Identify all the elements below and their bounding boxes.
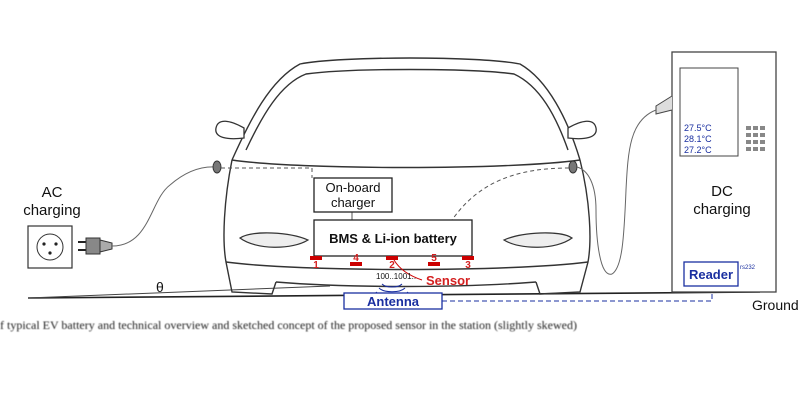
dc-port-icon [568, 160, 578, 174]
reader-box [683, 261, 739, 287]
dc-charging-label-line2: charging [693, 201, 751, 218]
antenna-reader-link [442, 288, 713, 302]
ac-charging-label-line1: AC [42, 184, 63, 201]
antenna-label: Antenna [367, 294, 420, 309]
dc-charging-label-line1: DC [711, 183, 733, 200]
dc-cable [576, 109, 657, 275]
ac-port-icon [212, 160, 222, 174]
dc-station-display [679, 67, 739, 157]
sensor-number-3: 3 [465, 260, 471, 271]
dc-temp-3: 27.2°C [684, 145, 712, 155]
ac-charging-label-line2: charging [23, 202, 81, 219]
ground-label: Ground [752, 297, 799, 313]
sensor-number-5: 5 [431, 253, 437, 264]
figure-caption: f typical EV battery and technical overv… [0, 318, 577, 332]
ac-cable [111, 166, 217, 247]
left-mirror-icon [215, 120, 245, 140]
onboard-charger-label-line2: charger [331, 195, 376, 210]
sensor-markers [310, 256, 474, 266]
right-mirror-icon [567, 120, 597, 140]
sensor-pointer-line [393, 259, 423, 281]
dc-keypad-icon [746, 126, 765, 151]
sensor-number-1: 1 [313, 260, 319, 271]
sensor-number-2: 2 [389, 260, 395, 271]
right-headlight [502, 232, 574, 248]
signal-bits-label: 100..1001.. [376, 272, 416, 281]
sensor-number-4: 4 [353, 253, 359, 264]
dc-internal-wire [451, 167, 570, 221]
car-outline [223, 57, 591, 295]
left-headlight [238, 232, 310, 248]
onboard-charger-label-line1: On-board [326, 180, 381, 195]
ground-incline-line [27, 285, 331, 299]
rs232-label: rs232 [740, 265, 756, 271]
reader-label: Reader [689, 267, 733, 282]
dc-temp-1: 27.5°C [684, 123, 712, 133]
onboard-charger-box [313, 177, 393, 213]
ac-internal-wire [221, 167, 313, 178]
battery-box [313, 219, 473, 257]
sensor-label: Sensor [426, 273, 470, 288]
ac-plug-icon [78, 237, 113, 255]
theta-label: θ [156, 279, 164, 295]
dc-temp-2: 28.1°C [684, 134, 712, 144]
ac-socket-icon [27, 225, 73, 269]
dc-holster [655, 95, 673, 115]
battery-label: BMS & Li-ion battery [329, 231, 458, 246]
